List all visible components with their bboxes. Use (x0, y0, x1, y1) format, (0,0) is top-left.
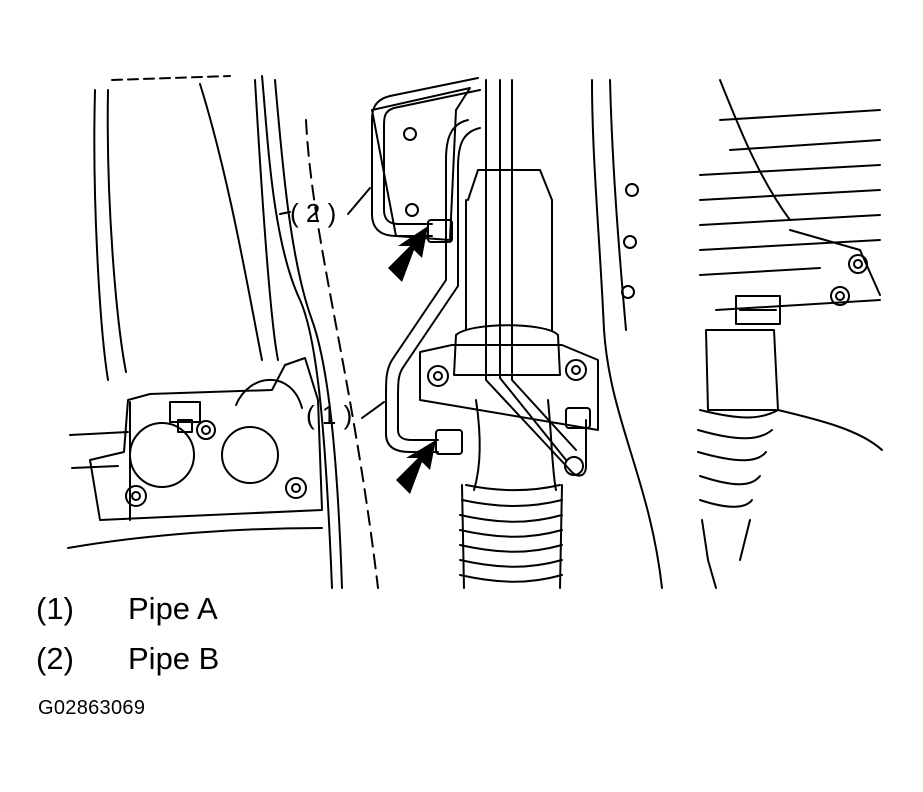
arrow-icon (396, 440, 436, 494)
figure-id: G02863069 (38, 697, 146, 719)
bolt-icon (830, 286, 850, 306)
legend-item: (2) Pipe B (36, 634, 219, 684)
crossmember-bracket (67, 357, 323, 549)
right-body-outline (591, 79, 663, 589)
legend: (1) Pipe A (2) Pipe B (36, 584, 219, 684)
pipe-b (371, 77, 481, 243)
legend-label: Pipe A (128, 591, 218, 626)
arrow-icon (388, 226, 428, 282)
gearbox-housing (419, 169, 599, 491)
bolt-icon (735, 295, 781, 325)
callout-1-leader (361, 401, 385, 419)
bracket-bolts (125, 401, 307, 507)
bolt-icon (196, 420, 216, 440)
steering-gearbox-illustration (67, 75, 883, 589)
bolt-icon (125, 485, 147, 507)
pipe-a (385, 119, 481, 455)
legend-label: Pipe B (128, 641, 220, 676)
legend-number: (1) (36, 591, 74, 626)
callout-2-leader (279, 211, 291, 215)
engine-cover (699, 79, 881, 311)
right-bolts (735, 254, 868, 325)
steering-boot (459, 484, 563, 589)
callout-2-leader (347, 187, 371, 215)
pipe-mounting-bracket (371, 87, 471, 241)
legend-item: (1) Pipe A (36, 584, 219, 634)
callout-2-label: ( 2 ) (290, 198, 337, 228)
bolt-icon (285, 477, 307, 499)
bolt-icon (169, 401, 201, 433)
callout-1-label: ( 1 ) (306, 400, 353, 430)
legend-number: (2) (36, 641, 74, 676)
tie-rod-boot (697, 329, 883, 589)
long-pipes (485, 79, 591, 477)
left-body-outline (93, 75, 379, 589)
bolt-icon (848, 254, 868, 274)
